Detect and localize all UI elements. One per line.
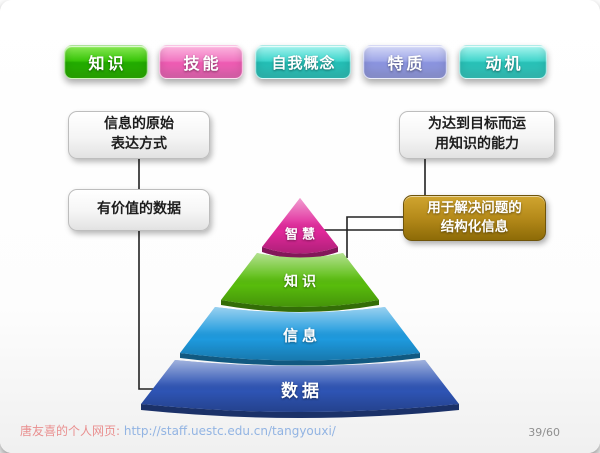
connector-right-gold-line [346, 216, 403, 258]
footer: 唐友喜的个人网页: http://staff.uestc.edu.cn/tang… [20, 422, 336, 439]
pyramid-label-data: 数据 [281, 381, 323, 402]
footer-url[interactable]: http://staff.uestc.edu.cn/tangyouxi/ [123, 424, 336, 438]
pyramid-layer-knowledge-gloss [221, 253, 379, 307]
callout-raw-expression-line1: 信息的原始 [104, 116, 174, 133]
callout-valuable-data: 有价值的数据 [68, 189, 210, 231]
pyramid-layer-wisdom-gloss [262, 198, 338, 254]
pyramid-layer-data-rim [141, 404, 459, 418]
pyramid-label-wisdom: 智慧 [284, 227, 320, 243]
tag-trait[interactable]: 特质 [363, 45, 447, 79]
callout-structured-info-line2: 结构化信息 [440, 219, 509, 235]
tag-motivation[interactable]: 动机 [459, 45, 547, 79]
pyramid-label-information: 信息 [282, 326, 322, 345]
footer-site-label: 唐友喜的个人网页: [20, 424, 124, 438]
tag-knowledge[interactable]: 知识 [64, 45, 148, 79]
callout-raw-expression-line2: 表达方式 [111, 136, 167, 152]
callout-structured-info: 用于解决问题的 结构化信息 [403, 195, 546, 241]
pyramid-label-knowledge: 知识 [284, 274, 320, 290]
tag-self-concept[interactable]: 自我概念 [255, 45, 351, 79]
callout-goal-ability-line1: 为达到目标而运 [428, 116, 526, 133]
callout-goal-ability-line2: 用知识的能力 [435, 136, 519, 152]
tag-skill[interactable]: 技能 [159, 45, 243, 79]
page-number: 39/60 [528, 426, 560, 439]
callout-goal-ability: 为达到目标而运 用知识的能力 [399, 111, 555, 159]
pyramid-layer-information-rim [180, 353, 420, 366]
callout-raw-expression: 信息的原始 表达方式 [68, 111, 210, 159]
pyramid-layer-wisdom-rim [262, 247, 338, 259]
pyramid-layer-knowledge-rim [221, 300, 379, 312]
callout-structured-info-line1: 用于解决问题的 [427, 199, 522, 216]
pyramid-layer-data-gloss [141, 360, 459, 412]
callout-valuable-data-line1: 有价值的数据 [97, 201, 181, 218]
pyramid-layer-information-gloss [180, 307, 420, 361]
